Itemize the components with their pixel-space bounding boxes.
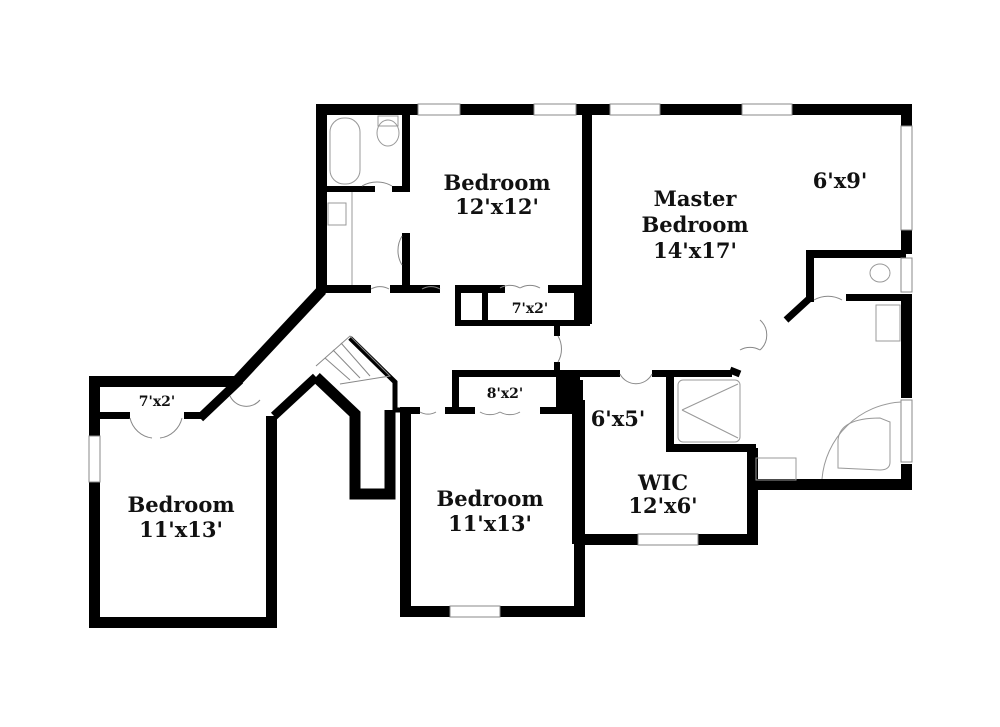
room-dims-bedroom-2: 12'x12' <box>455 194 539 219</box>
bathtub-icon <box>329 117 361 185</box>
room-name-wic: WIC <box>637 470 688 495</box>
room-dims-wic: 12'x6' <box>628 493 697 518</box>
room-dims-master: 14'x17' <box>653 238 737 263</box>
room-dims-master-sitting: 6'x9' <box>813 168 868 193</box>
doors <box>129 181 843 439</box>
windows <box>88 103 913 618</box>
room-dims-bedroom-3: 11'x13' <box>139 517 223 542</box>
closet-dims-bedroom-2: 7'x2' <box>512 301 548 317</box>
room-dims-master-bath-closet: 6'x5' <box>591 406 646 431</box>
walls <box>89 104 912 628</box>
labels: Bedroom 12'x12' Master Bedroom 14'x17' 6… <box>127 168 867 542</box>
sink-icon <box>875 304 901 342</box>
sink-icon <box>327 202 347 226</box>
room-name-bedroom-4: Bedroom <box>436 486 543 511</box>
sink-icon <box>755 457 797 481</box>
diagonal-walls <box>196 286 813 500</box>
closet-dims-bedroom-3: 7'x2' <box>139 394 175 410</box>
shower-icon <box>677 379 741 443</box>
closet-dims-bedroom-4: 8'x2' <box>487 386 523 402</box>
room-name-bedroom-3: Bedroom <box>127 492 234 517</box>
toilet-icon <box>869 263 891 283</box>
stairs <box>315 335 392 385</box>
room-name-master-line2: Bedroom <box>641 212 748 237</box>
fixtures <box>327 115 902 481</box>
corner-tub-icon <box>821 401 902 480</box>
room-name-bedroom-2: Bedroom <box>443 170 550 195</box>
toilet-icon <box>376 119 400 147</box>
room-name-master-line1: Master <box>654 186 738 211</box>
room-dims-bedroom-4: 11'x13' <box>448 511 532 536</box>
